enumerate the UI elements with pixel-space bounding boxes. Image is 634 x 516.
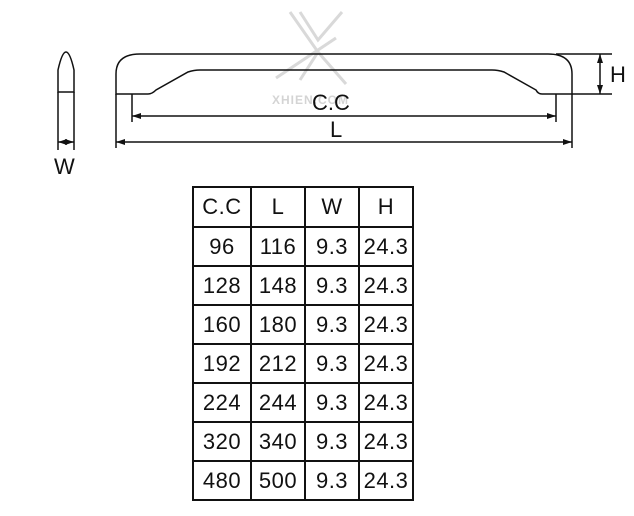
table-cell: 320: [192, 421, 252, 462]
watermark-text: XHIEN.COM: [272, 93, 349, 107]
table-cell: 9.3: [304, 304, 360, 345]
table-cell: 24.3: [358, 304, 414, 345]
table-cell: 212: [250, 343, 306, 384]
side-profile: [57, 51, 75, 150]
table-cell: 500: [250, 460, 306, 501]
table-cell: 148: [250, 265, 306, 306]
table-cell: 9.3: [304, 226, 360, 267]
table-cell: 116: [250, 226, 306, 267]
table-cell: 24.3: [358, 343, 414, 384]
table-row: 320 340 9.3 24.3: [192, 421, 414, 462]
table-row: 160 180 9.3 24.3: [192, 304, 414, 345]
column-header-length: L: [250, 186, 306, 228]
handle-front-view: [115, 53, 612, 148]
table-cell: 24.3: [358, 265, 414, 306]
table-cell: 128: [192, 265, 252, 306]
height-label: H: [610, 62, 626, 87]
table-row: 96 116 9.3 24.3: [192, 226, 414, 267]
column-header-width: W: [304, 186, 360, 228]
length-label: L: [330, 117, 342, 142]
table-cell: 180: [250, 304, 306, 345]
table-cell: 480: [192, 460, 252, 501]
table-cell: 9.3: [304, 382, 360, 423]
table-cell: 340: [250, 421, 306, 462]
dimension-table: C.C L W H 96 116 9.3 24.3 128 148 9.3 24…: [192, 186, 414, 501]
watermark-logo: [275, 11, 348, 85]
table-cell: 24.3: [358, 382, 414, 423]
table-cell: 9.3: [304, 460, 360, 501]
table-cell: 192: [192, 343, 252, 384]
table-cell: 24.3: [358, 421, 414, 462]
table-row: 480 500 9.3 24.3: [192, 460, 414, 501]
table-header-row: C.C L W H: [192, 186, 414, 228]
table-cell: 160: [192, 304, 252, 345]
table-row: 192 212 9.3 24.3: [192, 343, 414, 384]
width-label: W: [54, 154, 75, 179]
table-cell: 224: [192, 382, 252, 423]
table-cell: 24.3: [358, 460, 414, 501]
table-row: 224 244 9.3 24.3: [192, 382, 414, 423]
table-cell: 9.3: [304, 343, 360, 384]
cc-label: C.C: [312, 90, 350, 115]
table-row: 128 148 9.3 24.3: [192, 265, 414, 306]
table-cell: 9.3: [304, 421, 360, 462]
table-cell: 9.3: [304, 265, 360, 306]
table-cell: 24.3: [358, 226, 414, 267]
table-cell: 96: [192, 226, 252, 267]
table-cell: 244: [250, 382, 306, 423]
column-header-height: H: [358, 186, 414, 228]
column-header-cc: C.C: [192, 186, 252, 228]
